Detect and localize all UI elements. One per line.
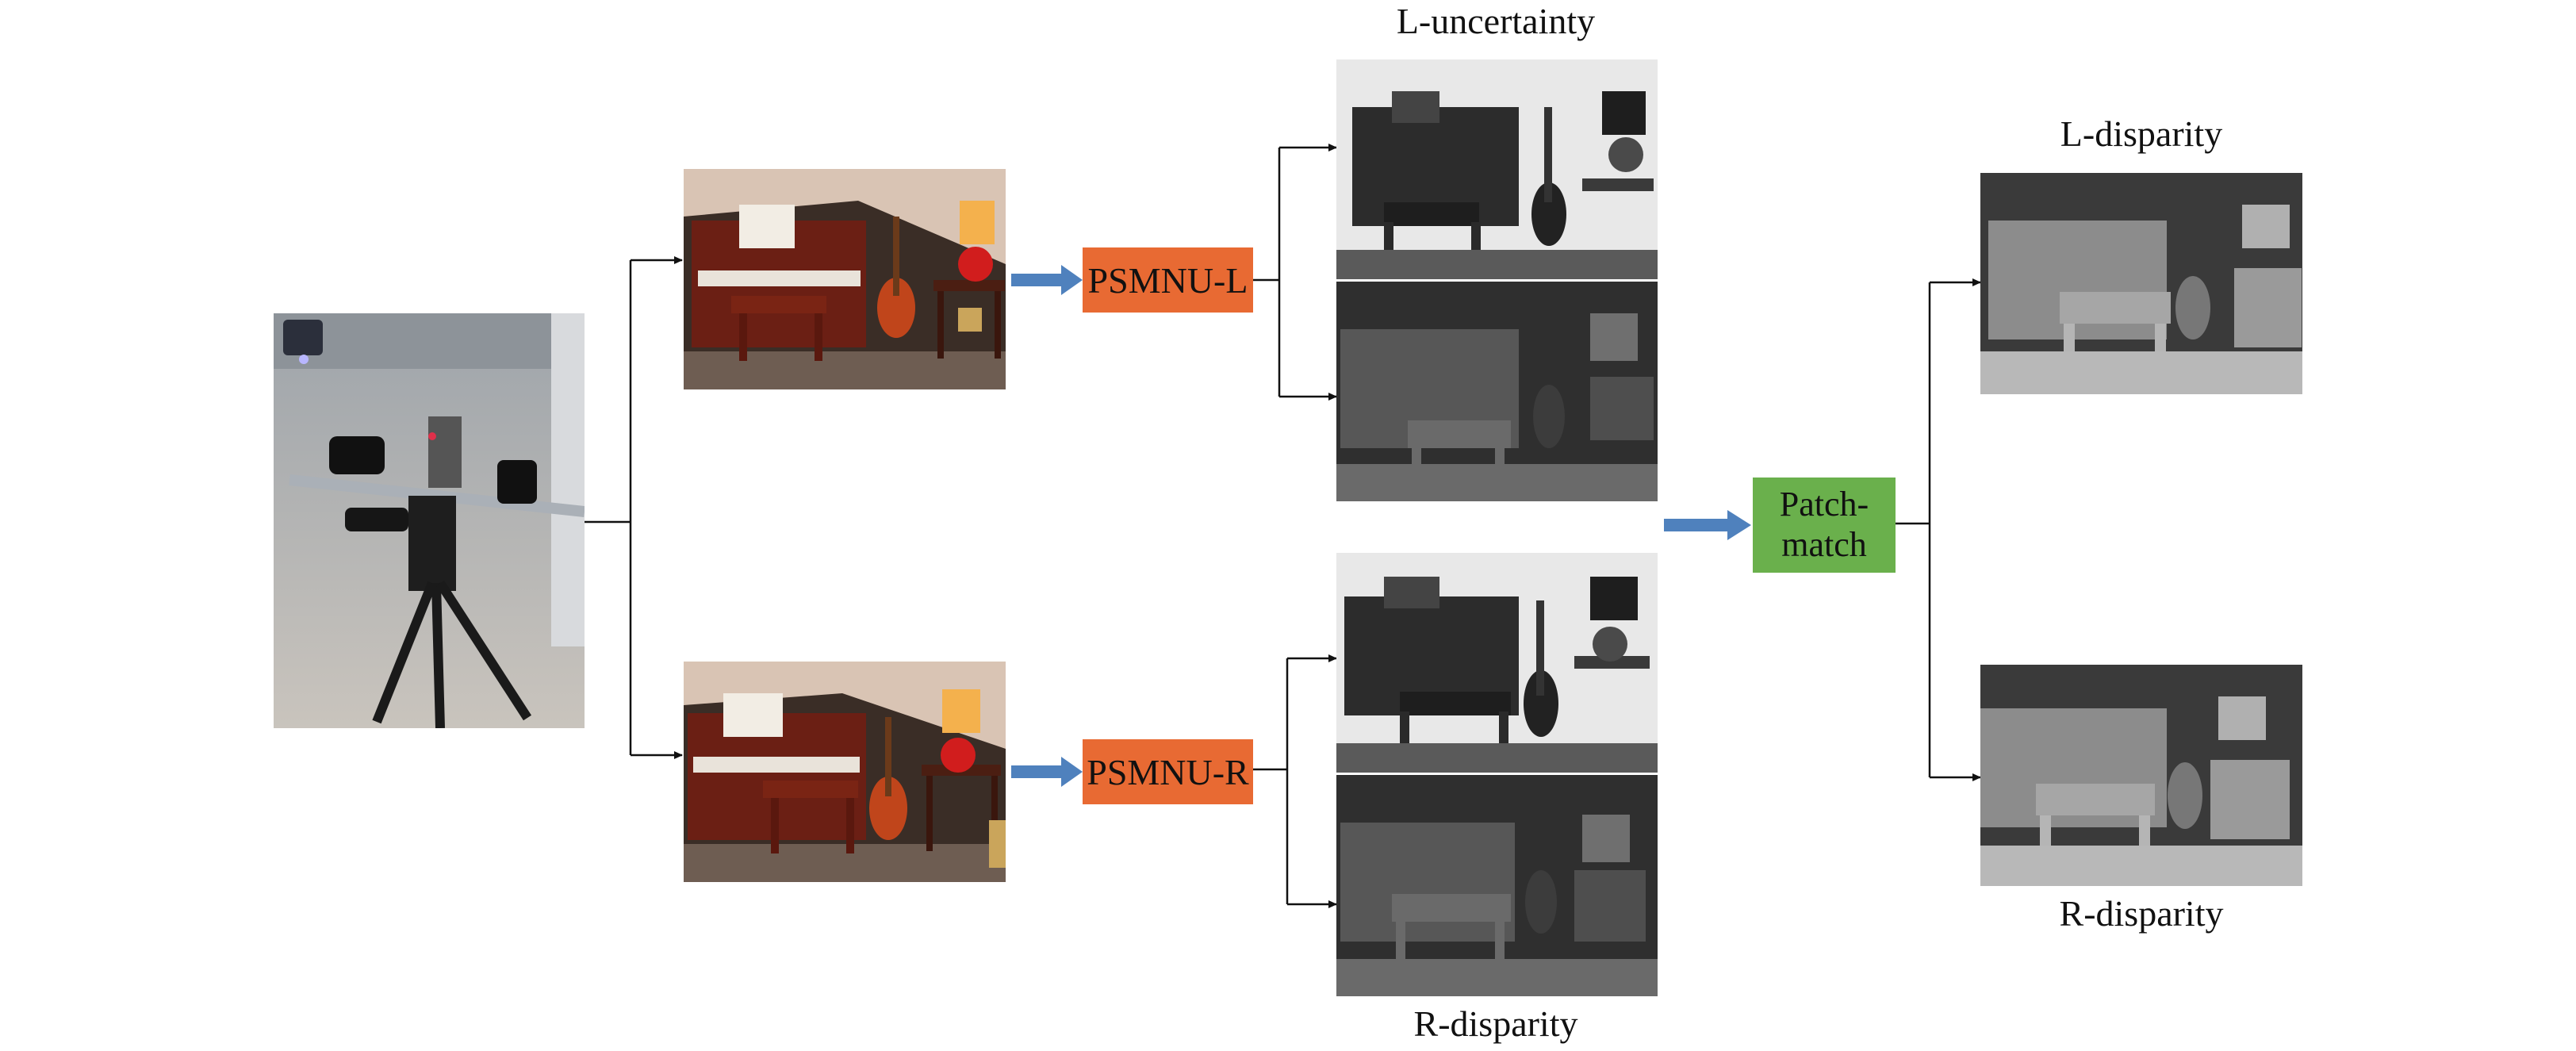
block-arrow-left-psmnu-l [1011,265,1083,295]
psmnu-l-label: PSMNU-L [1087,259,1248,301]
patchmatch-label-line1: Patch- [1779,485,1869,524]
psmnu-r-box: PSMNU-R [1083,739,1253,804]
psmnu-r-label: PSMNU-R [1087,751,1249,792]
left-rgb-image [684,169,1006,389]
r-disparity-label-mid: R-disparity [1413,1003,1578,1044]
psmnu-l-fork [1253,144,1337,401]
stereo-camera-photo [274,313,585,728]
r-disparity-final [1980,665,2302,886]
l-disparity-label: L-disparity [2060,113,2223,154]
patchmatch-label-line2: match [1781,525,1867,564]
psmnu-r-fork [1253,654,1337,908]
camera-fork [585,256,683,759]
patchmatch-fork [1896,278,1981,781]
block-arrow-left-psmnu-r [1011,757,1083,787]
right-rgb-image [684,662,1006,882]
block-arrow-left-patchmatch [1664,510,1751,540]
l-disparity-final [1980,173,2302,394]
l-disparity-map-mid [1336,282,1658,501]
r-uncertainty-map [1336,553,1658,773]
patchmatch-box: Patch- match [1753,478,1896,573]
l-uncertainty-label: L-uncertainty [1396,1,1596,41]
l-uncertainty-map [1336,59,1658,279]
psmnu-l-box: PSMNU-L [1083,247,1253,313]
r-disparity-map-mid [1336,775,1658,996]
r-disparity-label-right: R-disparity [2059,893,2224,934]
